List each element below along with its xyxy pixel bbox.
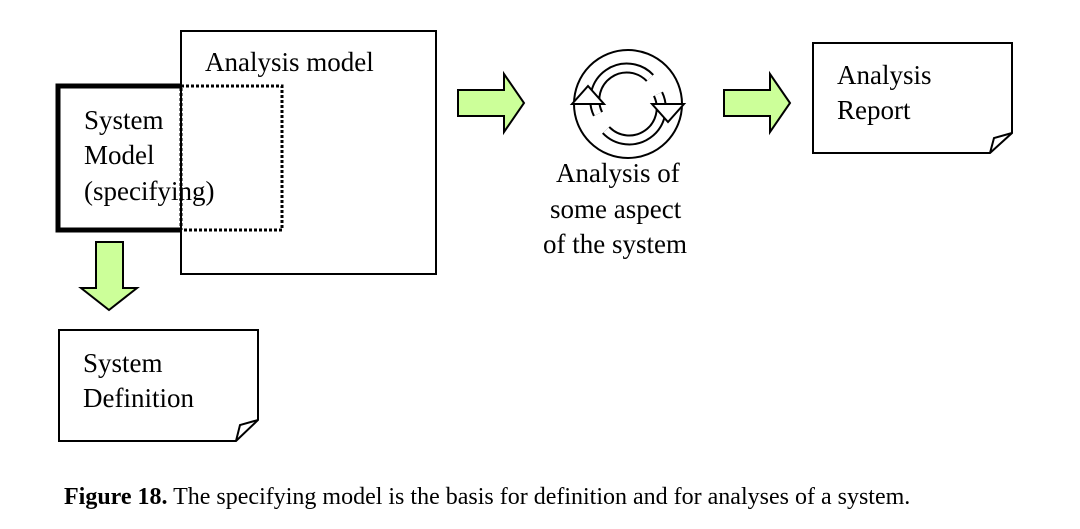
cycle-icon	[569, 49, 687, 159]
page-curl-icon	[989, 132, 1013, 154]
analysis-step-label-line2: some aspect	[550, 194, 682, 224]
system-model-label-line1: System	[84, 105, 164, 135]
overlap-region	[179, 84, 284, 232]
system-model-label-line2: Model	[84, 140, 155, 170]
arrow-right-icon	[723, 70, 792, 136]
analysis-model-label: Analysis model	[205, 47, 374, 77]
figure-caption: Figure 18. The specifying model is the b…	[64, 484, 910, 511]
system-definition-label-line1: System	[83, 348, 163, 378]
arrow-down-icon	[78, 241, 140, 312]
system-model-label-line3: (specifying)	[84, 176, 215, 206]
arrow-right-icon	[457, 70, 526, 136]
analysis-step-label-line1: Analysis of	[556, 158, 680, 188]
caption-text: The specifying model is the basis for de…	[167, 484, 911, 510]
analysis-report-label-line1: Analysis	[837, 60, 932, 90]
analysis-report-box	[812, 42, 1013, 154]
page-curl-icon	[235, 419, 259, 442]
analysis-step-label-line3: of the system	[543, 229, 687, 259]
system-definition-label-line2: Definition	[83, 383, 194, 413]
figure-number: Figure 18.	[64, 484, 168, 510]
system-definition-box	[58, 329, 259, 442]
analysis-model-box	[180, 30, 437, 275]
analysis-report-label-line2: Report	[837, 95, 911, 125]
